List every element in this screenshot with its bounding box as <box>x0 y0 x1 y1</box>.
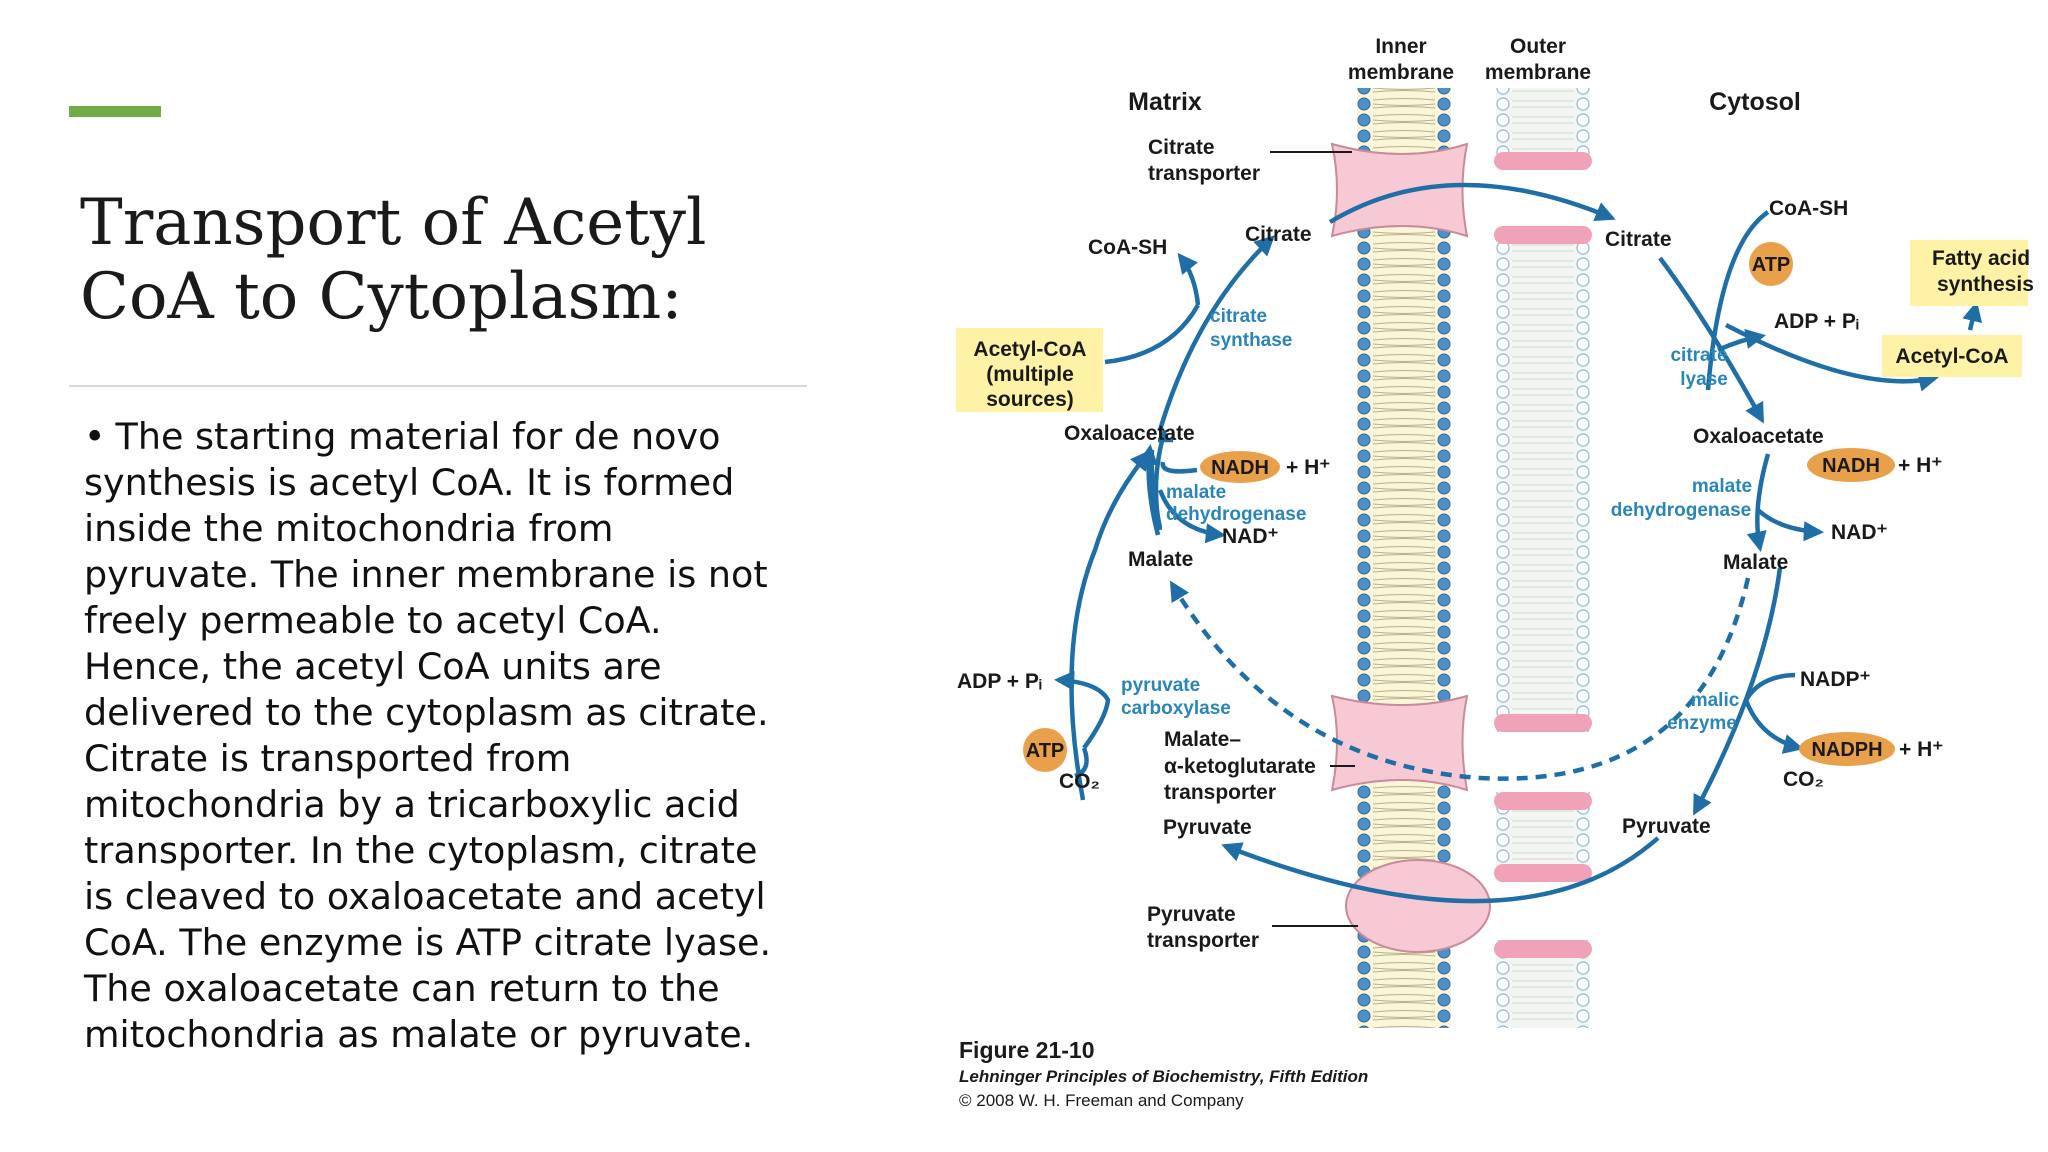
cytosol-nadh-h-plus: + H⁺ <box>1898 454 1942 477</box>
cytosol-nadph-text: NADPH <box>1811 739 1882 761</box>
inner-membrane-label-2: membrane <box>1348 61 1454 84</box>
porin-6 <box>1494 940 1592 958</box>
cytosol-malate-label: Malate <box>1723 551 1788 574</box>
matrix-acetyl-coa-line-2: (multiple <box>986 363 1074 386</box>
citrate-transporter-shape <box>1330 142 1469 238</box>
matrix-oxaloacetate-label: Oxaloacetate <box>1064 422 1195 445</box>
malate-return-dashed-arrow <box>1169 577 1751 781</box>
cytosol-co2-label: CO₂ <box>1783 768 1824 791</box>
citrate-synthase-label-2: synthase <box>1210 330 1292 351</box>
cytosol-coa-sh-label: CoA-SH <box>1769 197 1848 220</box>
matrix-coa-sh-label: CoA-SH <box>1088 236 1167 259</box>
matrix-citrate-label: Citrate <box>1245 223 1312 246</box>
porin-3 <box>1494 714 1592 732</box>
bullet-marker: • <box>84 415 106 458</box>
pathway-arrows <box>1053 182 1983 904</box>
inner-membrane-label-1: Inner <box>1375 35 1426 58</box>
leader-lines <box>1270 151 1358 927</box>
pyruvate-carboxylase-label-2: carboxylase <box>1121 698 1231 719</box>
cytosol-adp-pi-label: ADP + Pᵢ <box>1774 310 1859 333</box>
matrix-pyruvate-label: Pyruvate <box>1163 816 1252 839</box>
matrix-header: Matrix <box>1128 88 1202 116</box>
citrate-transporter-label-1: Citrate <box>1148 136 1215 159</box>
matrix-malate-dh-label-2: dehydrogenase <box>1166 504 1306 525</box>
porin-1 <box>1494 152 1592 170</box>
figure-caption-copyright: © 2008 W. H. Freeman and Company <box>959 1091 1244 1110</box>
cytosol-pyruvate-label: Pyruvate <box>1622 815 1711 838</box>
pyruvate-transporter-shape <box>1345 859 1491 953</box>
cytosol-nadp-label: NADP⁺ <box>1800 668 1871 691</box>
cytosol-nad-label: NAD⁺ <box>1831 521 1888 544</box>
pyruvate-transporter-label-2: transporter <box>1147 929 1259 952</box>
cytosol-header: Cytosol <box>1709 88 1801 116</box>
matrix-nad-label: NAD⁺ <box>1222 525 1279 548</box>
cytosol-citrate-label: Citrate <box>1605 228 1672 251</box>
fatty-acid-synthesis-line-2: synthesis <box>1937 273 2034 296</box>
porin-5 <box>1494 864 1592 882</box>
citrate-lyase-label-2: lyase <box>1680 369 1728 390</box>
malate-akg-transporter-label-1: Malate– <box>1164 728 1241 751</box>
cytosol-acetyl-coa-box <box>1882 335 2022 377</box>
cytosol-atp-text: ATP <box>1752 254 1791 276</box>
title-accent-bar <box>69 106 161 117</box>
figure-caption-book: Lehninger Principles of Biochemistry, Fi… <box>959 1067 1368 1086</box>
body-text: The starting material for de novo synthe… <box>84 415 772 1056</box>
citrate-transporter-label-2: transporter <box>1148 162 1260 185</box>
matrix-acetyl-coa-line-1: Acetyl-CoA <box>973 338 1086 361</box>
malic-enzyme-label-1: malic <box>1691 690 1740 711</box>
malate-akg-transporter-shape <box>1330 694 1469 792</box>
cytosol-atp-pill <box>1749 242 1793 286</box>
cytosol-nadh-text: NADH <box>1822 455 1880 477</box>
outer-membrane-label-2: membrane <box>1485 61 1591 84</box>
citrate-synthase-label-1: citrate <box>1210 306 1267 327</box>
matrix-atp-text: ATP <box>1026 740 1065 762</box>
matrix-nadh-pill <box>1200 451 1280 483</box>
matrix-atp-pill <box>1023 728 1067 772</box>
body-paragraph: •The starting material for de novo synth… <box>84 414 784 1058</box>
matrix-acetyl-coa-box <box>956 328 1103 412</box>
porin-4 <box>1494 792 1592 810</box>
pyruvate-carboxylase-label-1: pyruvate <box>1121 675 1200 696</box>
matrix-acetyl-coa-line-3: sources) <box>986 388 1074 411</box>
matrix-malate-label: Malate <box>1128 548 1193 571</box>
cytosol-acetyl-coa-text: Acetyl-CoA <box>1895 345 2008 368</box>
matrix-co2-label: CO₂ <box>1059 770 1100 793</box>
cytosol-nadph-pill <box>1799 732 1895 766</box>
matrix-nadh-h-plus: + H⁺ <box>1286 456 1330 479</box>
slide-title: Transport of Acetyl CoA to Cytoplasm: <box>80 186 800 334</box>
malic-enzyme-label-2: enzyme <box>1667 713 1737 734</box>
cytosol-oxaloacetate-label: Oxaloacetate <box>1693 425 1824 448</box>
fatty-acid-synthesis-line-1: Fatty acid <box>1932 247 2030 270</box>
pyruvate-transporter-label-1: Pyruvate <box>1147 903 1236 926</box>
title-divider <box>69 385 807 387</box>
slide-title-line-1: Transport of Acetyl <box>80 186 707 260</box>
matrix-nadh-text: NADH <box>1211 457 1269 479</box>
figure-caption-number: Figure 21-10 <box>959 1037 1095 1063</box>
cytosol-nadph-h-plus: + H⁺ <box>1899 738 1943 761</box>
outer-membrane-segment-2 <box>1496 228 1590 732</box>
malate-akg-transporter-label-2: α-ketoglutarate <box>1164 755 1316 778</box>
citrate-lyase-label-1: citrate <box>1670 345 1727 366</box>
outer-membrane-segment-1 <box>1496 88 1590 160</box>
cytosol-malate-dh-label-2: dehydrogenase <box>1611 500 1751 521</box>
porin-2 <box>1494 226 1592 244</box>
outer-membrane-label-1: Outer <box>1510 35 1566 58</box>
cytosol-malate-dh-label-1: malate <box>1692 476 1752 497</box>
malate-akg-transporter-label-3: transporter <box>1164 781 1276 804</box>
citrate-shuttle-diagram: Inner membrane Outer membrane Matrix Cyt… <box>956 35 2034 1110</box>
slide-title-line-2: CoA to Cytoplasm: <box>80 260 683 334</box>
fatty-acid-synthesis-box <box>1910 240 2028 306</box>
matrix-adp-pi-label: ADP + Pᵢ <box>957 670 1042 693</box>
cytosol-nadh-pill <box>1807 448 1895 482</box>
matrix-malate-dh-label-1: malate <box>1166 482 1226 503</box>
